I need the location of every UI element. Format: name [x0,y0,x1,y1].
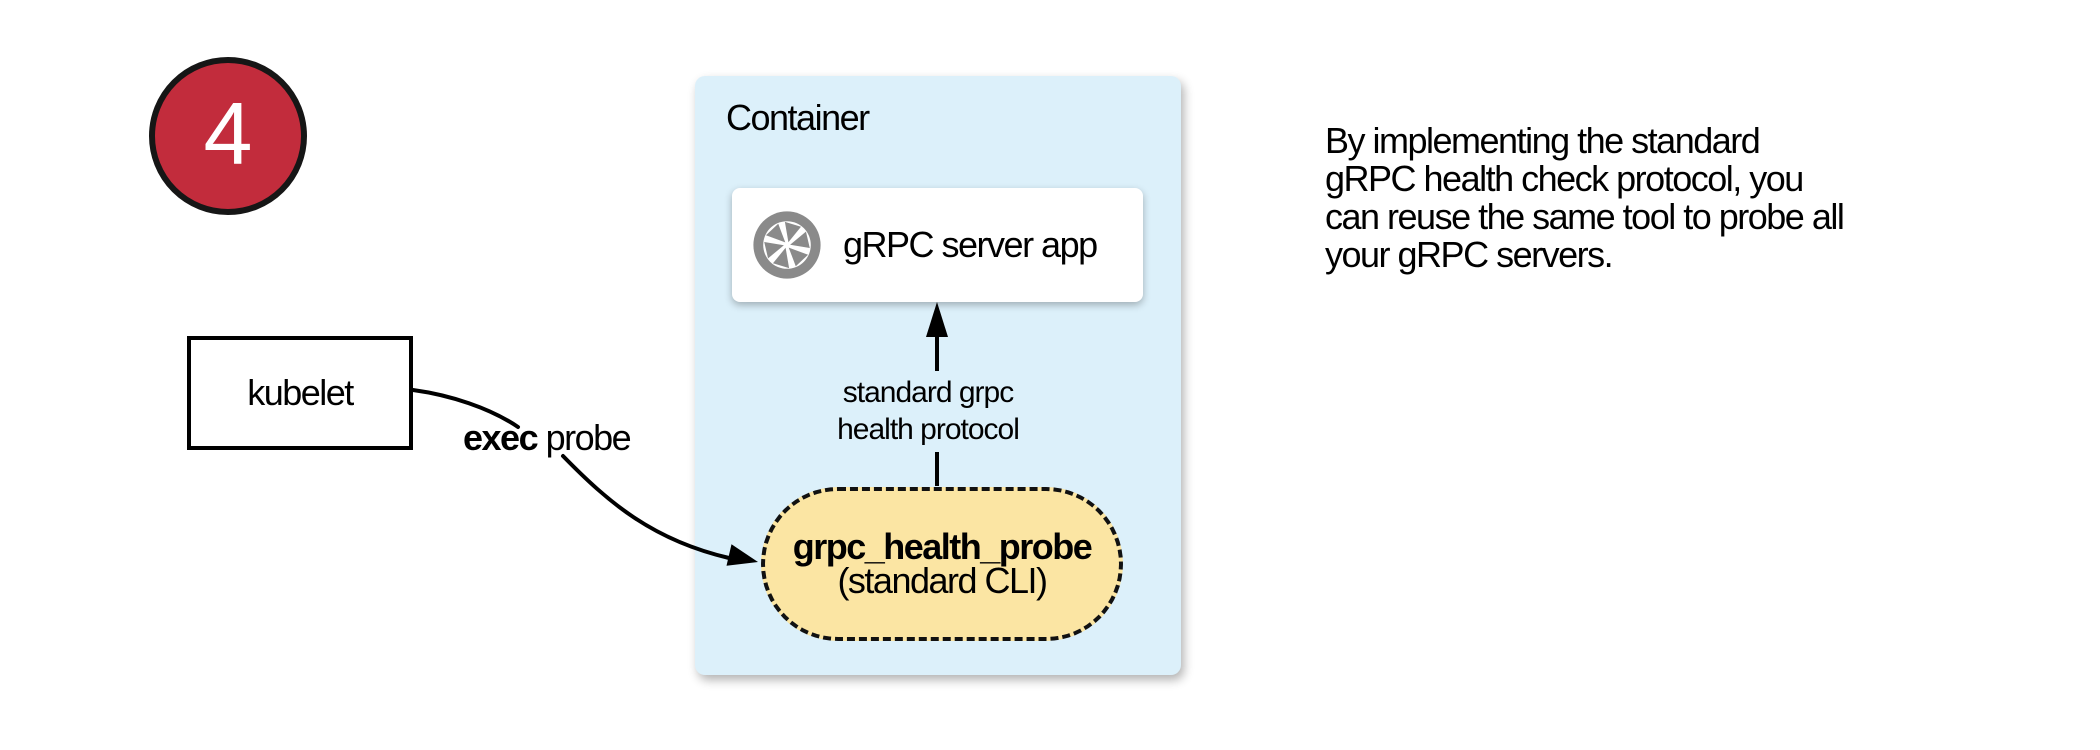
grpc-health-probe-node: grpc_health_probe (standard CLI) [761,487,1123,641]
aperture-icon [753,211,821,279]
container-title: Container [726,97,870,138]
kubelet-node: kubelet [187,336,413,450]
grpc-server-app-label: gRPC server app [843,224,1098,265]
grpc-health-probe-subtitle: (standard CLI) [837,560,1048,601]
protocol-arrow-label: standard grpc health protocol [837,374,1020,448]
annotation-line: By implementing the standard [1325,120,1761,161]
grpc-health-probe-label: grpc_health_probe [792,526,1093,567]
grpc-server-app-node: gRPC server app [732,188,1143,302]
annotation-line: gRPC health check protocol, you [1325,158,1804,199]
protocol-label-line1: standard grpc [842,376,1014,409]
protocol-label-line2: health protocol [837,413,1020,446]
exec-probe-label-rest: probe [537,417,632,458]
annotation-line: can reuse the same tool to probe all [1325,196,1845,237]
kubelet-label: kubelet [247,372,354,413]
exec-probe-label: exec probe [463,417,632,458]
step-badge: 4 [149,57,307,215]
annotation-line: your gRPC servers. [1325,234,1614,275]
step-number: 4 [203,84,253,183]
exec-probe-label-bold: exec [463,417,539,458]
